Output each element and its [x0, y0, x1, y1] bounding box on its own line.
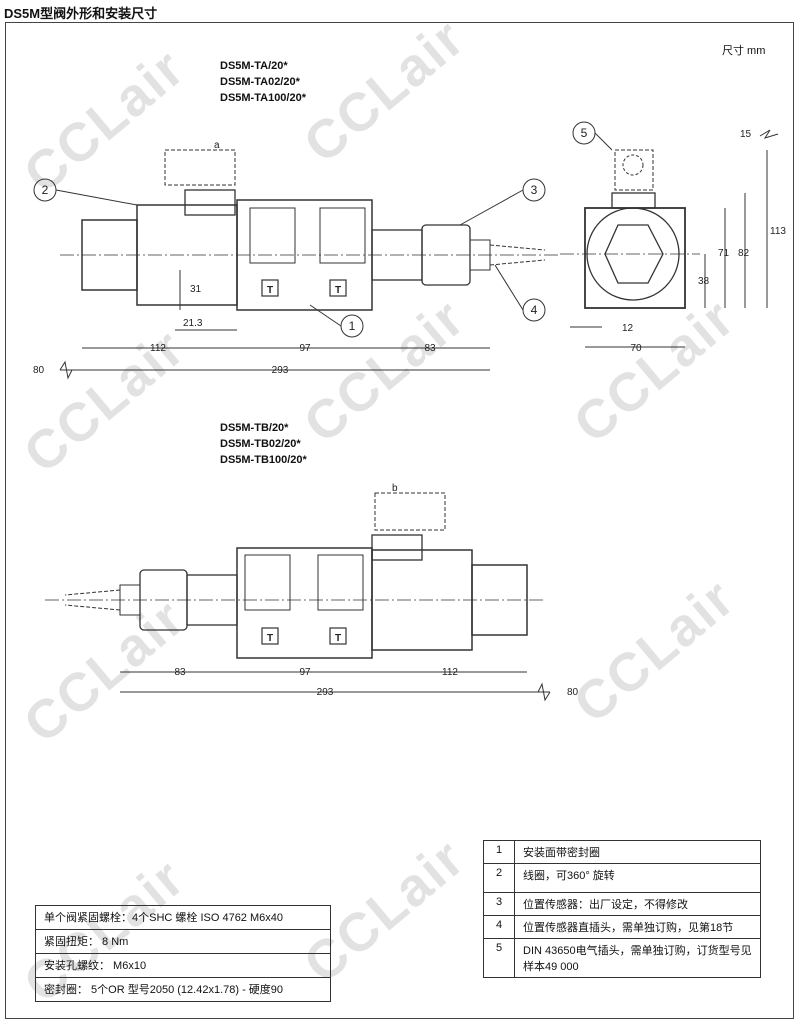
dim-97: 97: [299, 343, 311, 354]
top-model-list: DS5M-TA/20* DS5M-TA02/20* DS5M-TA100/20*: [220, 58, 306, 106]
port-label: T: [267, 633, 273, 644]
valve-top-view: T T a 2 3 4 1 31 21.3 112 97 83 80 293: [33, 140, 560, 380]
part-number: 2: [483, 863, 515, 893]
dim-70: 70: [630, 343, 642, 354]
part-description: 位置传感器：出厂设定，不得修改: [514, 892, 761, 916]
mounting-spec: 安装孔螺纹： M6x10: [35, 953, 331, 978]
model-name: DS5M-TA02/20*: [220, 76, 300, 88]
connector-label: b: [392, 483, 398, 494]
units-label: 尺寸 mm: [722, 45, 766, 57]
callout-2: 2: [42, 183, 49, 197]
part-description: 位置传感器直插头，需单独订购，见第18节: [514, 915, 761, 939]
dim-82: 82: [738, 248, 750, 259]
dim-80: 80: [33, 365, 45, 376]
model-name: DS5M-TB02/20*: [220, 438, 301, 450]
valve-side-view: 5 113 82 71 38 15 12 70: [560, 121, 786, 354]
dim-112: 112: [442, 667, 458, 678]
dim-97: 97: [299, 667, 311, 678]
table-row: 安装孔螺纹： M6x10: [35, 953, 331, 978]
model-name: DS5M-TA100/20*: [220, 92, 306, 104]
valve-bottom-view: T T b 83 97 112 80 293: [45, 483, 579, 702]
dim-71: 71: [718, 248, 730, 259]
mounting-spec: 单个阀紧固螺栓：4个SHC 螺栓 ISO 4762 M6x40: [35, 905, 331, 930]
model-name: DS5M-TB100/20*: [220, 454, 307, 466]
port-label: T: [267, 285, 273, 296]
dim-113: 113: [770, 226, 786, 237]
table-row: 密封圈： 5个OR 型号2050 (12.42x1.78) - 硬度90: [35, 977, 331, 1002]
mounting-spec: 紧固扭矩： 8 Nm: [35, 929, 331, 954]
dim-293: 293: [317, 687, 334, 698]
port-label: T: [335, 285, 341, 296]
bottom-model-list: DS5M-TB/20* DS5M-TB02/20* DS5M-TB100/20*: [220, 420, 307, 468]
callout-4: 4: [531, 303, 538, 317]
callout-5: 5: [581, 126, 588, 140]
part-number: 4: [483, 915, 515, 939]
connector-label: a: [214, 140, 220, 151]
callout-3: 3: [531, 183, 538, 197]
dim-15: 15: [740, 129, 752, 140]
table-row: 紧固扭矩： 8 Nm: [35, 929, 331, 954]
part-number: 1: [483, 840, 515, 864]
model-name: DS5M-TB/20*: [220, 422, 289, 434]
part-number: 3: [483, 892, 515, 916]
table-row: 单个阀紧固螺栓：4个SHC 螺栓 ISO 4762 M6x40: [35, 905, 331, 930]
part-description: DIN 43650电气插头，需单独订购，订货型号见样本49 000: [514, 938, 761, 978]
part-description: 线圈，可360° 旋转: [514, 863, 761, 893]
dim-80: 80: [567, 687, 579, 698]
port-label: T: [335, 633, 341, 644]
dim-21-3: 21.3: [183, 318, 203, 329]
dim-83: 83: [174, 667, 186, 678]
dim-112: 112: [150, 343, 166, 354]
dim-83: 83: [424, 343, 436, 354]
dim-12: 12: [622, 323, 634, 334]
dim-293: 293: [272, 365, 289, 376]
mounting-spec: 密封圈： 5个OR 型号2050 (12.42x1.78) - 硬度90: [35, 977, 331, 1002]
dim-31: 31: [190, 284, 202, 295]
callout-1: 1: [349, 319, 356, 333]
page-title: DS5M型阀外形和安装尺寸: [4, 6, 158, 21]
part-number: 5: [483, 938, 515, 978]
model-name: DS5M-TA/20*: [220, 60, 288, 72]
dim-38: 38: [698, 276, 710, 287]
mounting-table: 单个阀紧固螺栓：4个SHC 螺栓 ISO 4762 M6x40 紧固扭矩： 8 …: [35, 905, 331, 1002]
drawing-frame: [5, 22, 794, 1019]
part-description: 安装面带密封圈: [514, 840, 761, 864]
